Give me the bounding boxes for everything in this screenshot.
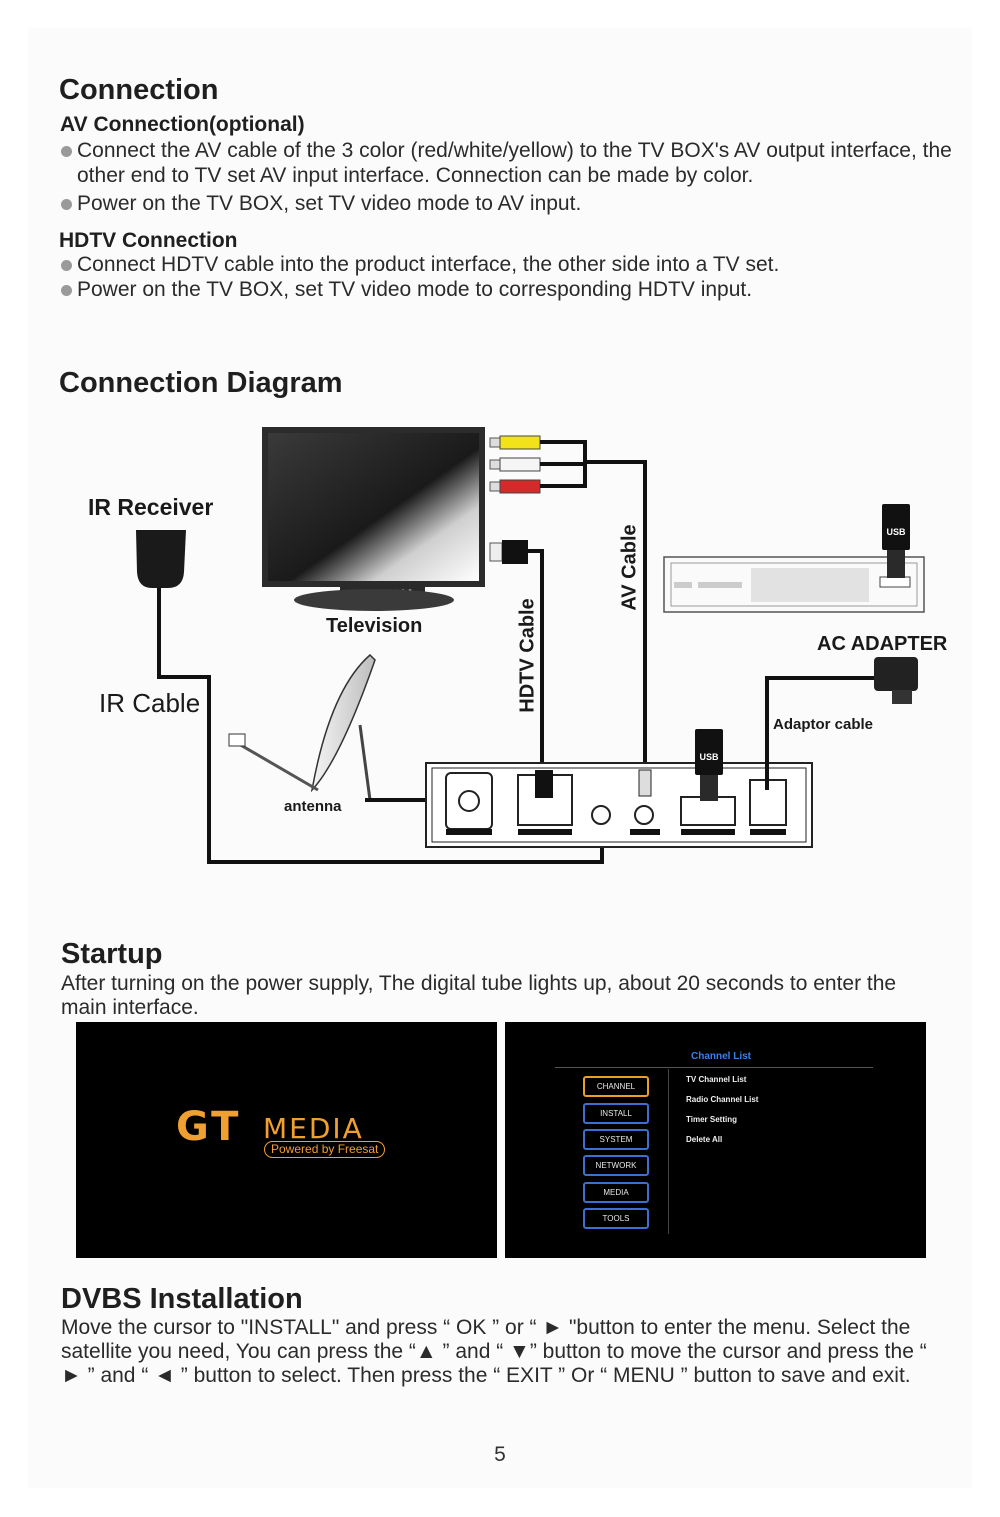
menu-button-channel[interactable]: CHANNEL [583, 1076, 649, 1097]
ir-receiver-label: IR Receiver [88, 494, 214, 520]
logo-tagline: Powered by Freesat [264, 1141, 386, 1158]
hdtv-connection-title: HDTV Connection [59, 229, 238, 252]
receiver-back-panel [425, 762, 813, 848]
hdtv-bullet-1: Connect HDTV cable into the product inte… [59, 252, 957, 277]
menu-option-timer-setting[interactable]: Timer Setting [686, 1115, 737, 1124]
receiver-front-panel [663, 556, 925, 613]
ir-receiver-icon [136, 530, 186, 588]
av-connection-title: AV Connection(optional) [60, 113, 305, 136]
ac-adapter-label: AC ADAPTER [817, 633, 948, 655]
usb-bottom-label: USB [699, 752, 719, 762]
usb-stick-top-icon [882, 504, 910, 578]
menu-column-divider [668, 1069, 669, 1234]
bullet-dot [61, 146, 72, 157]
hdtv-bullet-2: Power on the TV BOX, set TV video mode t… [59, 277, 957, 302]
bullet-dot [61, 199, 72, 210]
diagram-title: Connection Diagram [59, 367, 343, 399]
ir-cable-label: IR Cable [99, 688, 201, 718]
startup-title: Startup [61, 938, 163, 970]
antenna-icon [228, 653, 376, 801]
av-plugs-icon [489, 435, 541, 494]
menu-button-system[interactable]: SYSTEM [583, 1129, 649, 1150]
connection-title: Connection [59, 74, 219, 106]
bullet-dot [61, 285, 72, 296]
ac-adapter-icon [874, 657, 918, 704]
antenna-label: antenna [284, 798, 342, 815]
menu-divider [555, 1067, 873, 1068]
menu-button-network[interactable]: NETWORK [583, 1155, 649, 1176]
television-icon [262, 427, 485, 611]
av-bullet-1: Connect the AV cable of the 3 color (red… [59, 138, 957, 188]
bullet-dot [61, 260, 72, 271]
menu-button-install[interactable]: INSTALL [583, 1103, 649, 1124]
connection-diagram [136, 427, 925, 864]
page-number: 5 [494, 1443, 506, 1466]
hdtv-cable-label: HDTV Cable [516, 598, 539, 713]
usb-stick-bottom-icon [695, 729, 723, 801]
logo-media: MEDIA [263, 1112, 364, 1145]
menu-option-tv-channel-list[interactable]: TV Channel List [686, 1075, 747, 1084]
av-bullet-2: Power on the TV BOX, set TV video mode t… [59, 191, 957, 216]
startup-text: After turning on the power supply, The d… [61, 972, 897, 1019]
logo-gt: GT [176, 1104, 242, 1150]
dvbs-title: DVBS Installation [61, 1283, 303, 1315]
hdmi-plug-icon [489, 540, 528, 564]
hdtv-cable [528, 549, 544, 770]
av-cable-label: AV Cable [618, 524, 641, 611]
usb-top-label: USB [886, 527, 906, 537]
av-cable [540, 440, 647, 770]
menu-button-tools[interactable]: TOOLS [583, 1208, 649, 1229]
adaptor-cable-label: Adaptor cable [773, 716, 874, 733]
dvbs-text: Move the cursor to "INSTALL" and press “… [61, 1316, 927, 1387]
main-menu-screen: Channel List CHANNEL INSTALL SYSTEM NETW… [505, 1022, 926, 1258]
menu-button-media[interactable]: MEDIA [583, 1182, 649, 1203]
ir-cable [157, 588, 604, 864]
boot-screen: GT MEDIA Powered by Freesat [76, 1022, 497, 1258]
menu-header: Channel List [691, 1051, 752, 1062]
television-label: Television [326, 615, 423, 637]
adaptor-cable [765, 676, 874, 790]
menu-option-delete-all[interactable]: Delete All [686, 1135, 723, 1144]
menu-option-radio-channel-list[interactable]: Radio Channel List [686, 1095, 759, 1104]
